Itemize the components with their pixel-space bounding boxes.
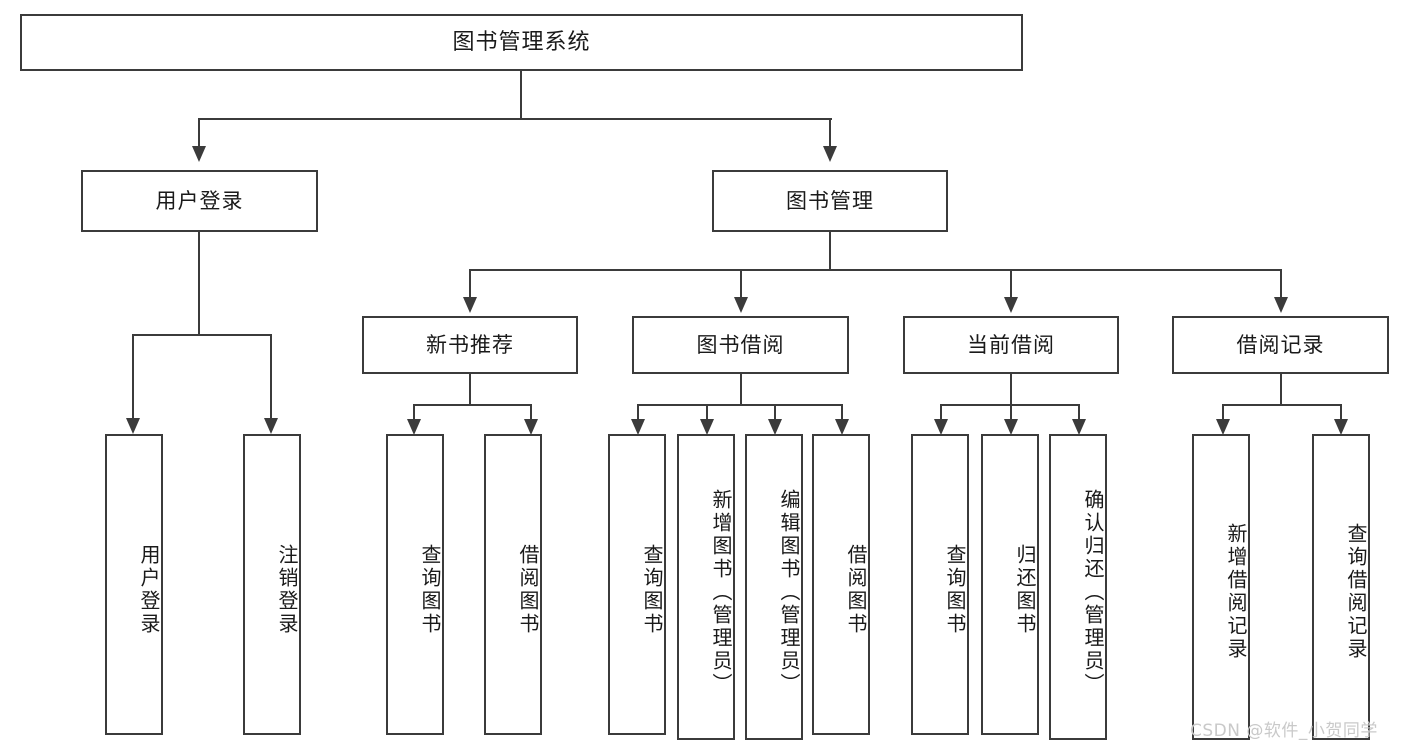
leaf-bb-edit-book-admin[interactable]: 编辑图书（管理员）	[745, 434, 803, 740]
connector-bb-trunk	[740, 374, 742, 405]
arrowhead-current-borrow	[1004, 297, 1018, 313]
node-label: 新增图书（管理员）	[709, 488, 733, 696]
connector-lvl2-drop-1	[469, 269, 471, 299]
connector-br-trunk	[1280, 374, 1282, 405]
arrowhead-leaf-cb-2	[1004, 419, 1018, 435]
leaf-br-add-record[interactable]: 新增借阅记录	[1192, 434, 1250, 740]
connector-root-drop-left	[198, 118, 200, 148]
connector-lvl2-drop-4	[1280, 269, 1282, 299]
node-label: 图书管理系统	[452, 29, 591, 55]
node-label: 注销登录	[275, 543, 299, 636]
arrowhead-book-manage	[823, 146, 837, 162]
arrowhead-leaf-nbr-1	[407, 419, 421, 435]
arrowhead-leaf-bb-2	[700, 419, 714, 435]
arrowhead-leaf-bb-4	[835, 419, 849, 435]
connector-user-login-drop-1	[132, 334, 134, 420]
leaf-bb-borrow-book[interactable]: 借阅图书	[812, 434, 870, 735]
node-label: 用户登录	[155, 188, 244, 213]
arrowhead-leaf-bb-3	[768, 419, 782, 435]
connector-bb-drop-3	[774, 404, 776, 421]
connector-user-login-drop-2	[270, 334, 272, 420]
connector-cb-trunk	[1010, 374, 1012, 405]
arrowhead-leaf-user-login-1	[126, 418, 140, 434]
node-label: 查询图书	[640, 543, 664, 636]
arrowhead-new-book-recommend	[463, 297, 477, 313]
leaf-nbr-query-book[interactable]: 查询图书	[386, 434, 444, 735]
connector-bb-drop-2	[706, 404, 708, 421]
node-new-book-recommend[interactable]: 新书推荐	[362, 316, 578, 374]
connector-cb-drop-1	[940, 404, 942, 421]
node-label: 借阅记录	[1236, 332, 1325, 357]
connector-bb-drop-4	[841, 404, 843, 421]
node-label: 图书管理	[786, 188, 874, 213]
arrowhead-book-borrow	[734, 297, 748, 313]
connector-book-manage-bus	[469, 269, 1281, 271]
node-label: 编辑图书（管理员）	[777, 488, 801, 696]
node-label: 新增借阅记录	[1224, 523, 1248, 661]
node-book-manage[interactable]: 图书管理	[712, 170, 948, 232]
node-borrow-record[interactable]: 借阅记录	[1172, 316, 1389, 374]
node-label: 查询图书	[943, 543, 967, 636]
arrowhead-leaf-br-1	[1216, 419, 1230, 435]
leaf-user-login-logout[interactable]: 注销登录	[243, 434, 301, 735]
connector-nbr-trunk	[469, 374, 471, 405]
arrowhead-leaf-cb-3	[1072, 419, 1086, 435]
connector-br-bus	[1222, 404, 1342, 406]
node-label: 归还图书	[1013, 543, 1037, 636]
connector-book-manage-trunk	[829, 232, 831, 271]
leaf-cb-query-book[interactable]: 查询图书	[911, 434, 969, 735]
connector-cb-drop-2	[1010, 404, 1012, 421]
node-label: 当前借阅	[967, 332, 1055, 357]
connector-br-drop-1	[1222, 404, 1224, 421]
connector-root-bus	[198, 118, 832, 120]
connector-nbr-bus	[413, 404, 532, 406]
connector-nbr-drop-2	[530, 404, 532, 421]
connector-bb-drop-1	[637, 404, 639, 421]
node-current-borrow[interactable]: 当前借阅	[903, 316, 1119, 374]
connector-bb-bus	[637, 404, 843, 406]
connector-user-login-trunk	[198, 232, 200, 335]
connector-br-drop-2	[1340, 404, 1342, 421]
node-book-borrow[interactable]: 图书借阅	[632, 316, 849, 374]
connector-user-login-bus	[132, 334, 271, 336]
node-root-system[interactable]: 图书管理系统	[20, 14, 1023, 71]
connector-root-trunk	[520, 71, 522, 118]
leaf-nbr-borrow-book[interactable]: 借阅图书	[484, 434, 542, 735]
leaf-bb-query-book[interactable]: 查询图书	[608, 434, 666, 735]
leaf-user-login-login[interactable]: 用户登录	[105, 434, 163, 735]
connector-lvl2-drop-3	[1010, 269, 1012, 299]
leaf-cb-confirm-return-admin[interactable]: 确认归还（管理员）	[1049, 434, 1107, 740]
arrowhead-user-login	[192, 146, 206, 162]
connector-root-drop-right	[829, 118, 831, 148]
leaf-br-query-record[interactable]: 查询借阅记录	[1312, 434, 1370, 740]
node-user-login[interactable]: 用户登录	[81, 170, 318, 232]
connector-cb-drop-3	[1078, 404, 1080, 421]
node-label: 查询借阅记录	[1344, 523, 1368, 661]
arrowhead-leaf-user-login-2	[264, 418, 278, 434]
node-label: 图书借阅	[696, 332, 785, 357]
node-label: 确认归还（管理员）	[1081, 488, 1105, 696]
node-label: 借阅图书	[516, 543, 540, 636]
node-label: 新书推荐	[426, 332, 514, 357]
arrowhead-leaf-cb-1	[934, 419, 948, 435]
leaf-cb-return-book[interactable]: 归还图书	[981, 434, 1039, 735]
arrowhead-leaf-bb-1	[631, 419, 645, 435]
node-label: 查询图书	[418, 543, 442, 636]
arrowhead-borrow-record	[1274, 297, 1288, 313]
connector-nbr-drop-1	[413, 404, 415, 421]
connector-lvl2-drop-2	[740, 269, 742, 299]
node-label: 借阅图书	[844, 543, 868, 636]
node-label: 用户登录	[137, 543, 161, 636]
arrowhead-leaf-br-2	[1334, 419, 1348, 435]
arrowhead-leaf-nbr-2	[524, 419, 538, 435]
leaf-bb-add-book-admin[interactable]: 新增图书（管理员）	[677, 434, 735, 740]
